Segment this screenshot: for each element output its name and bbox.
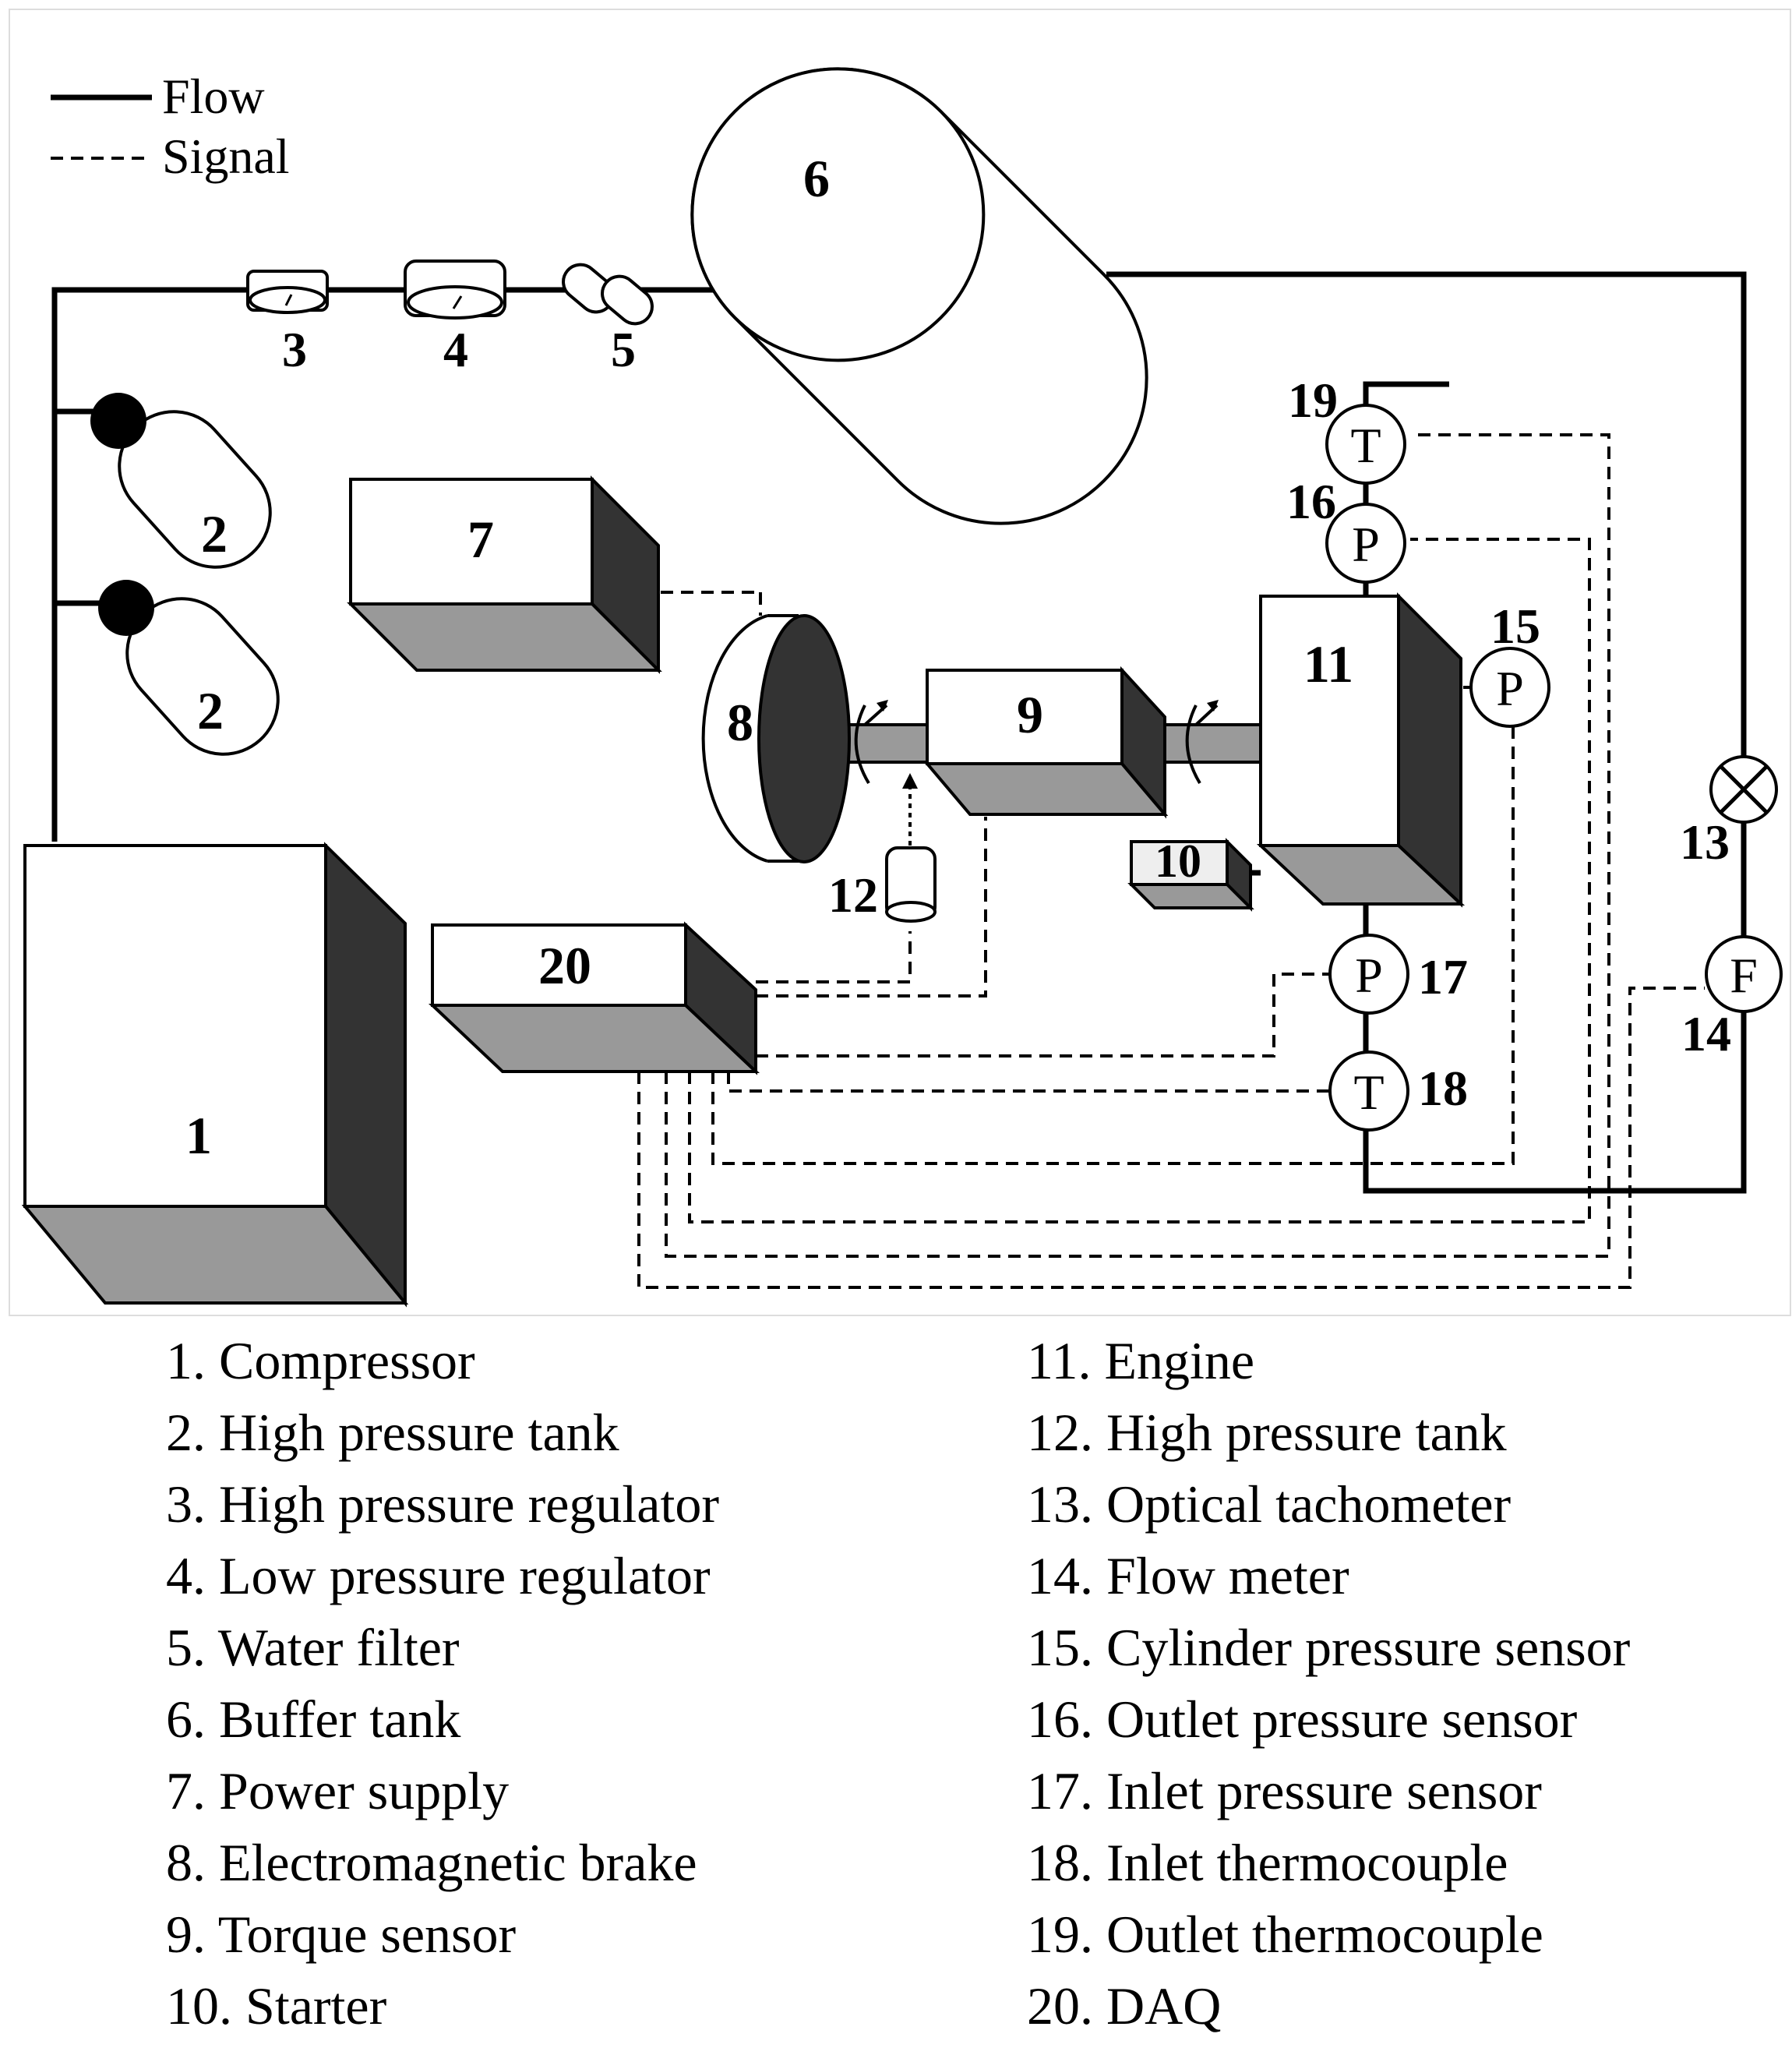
high-pressure-tank-upper: 2: [90, 393, 272, 569]
starter-number: 10: [1155, 835, 1201, 887]
small-pressure-tank: 12: [828, 773, 937, 923]
sensor-19-number: 19: [1288, 373, 1338, 428]
signal-15: [711, 725, 1515, 1165]
component-item-12: 12. High pressure tank: [1027, 1403, 1507, 1462]
daq: 20: [428, 921, 760, 1075]
svg-text:P: P: [1352, 517, 1380, 572]
component-legend-list: 1. Compressor 2. High pressure tank 3. H…: [0, 1325, 1792, 2062]
daq-number: 20: [538, 936, 591, 995]
legend-signal-label: Signal: [162, 129, 290, 184]
flow-meter: F 14: [1681, 935, 1783, 1061]
buffer-tank-number: 6: [803, 149, 830, 208]
tachometer-number: 13: [1680, 814, 1730, 870]
starter: 10: [1127, 835, 1254, 912]
component-item-5: 5. Water filter: [166, 1618, 460, 1677]
component-item-13: 13. Optical tachometer: [1027, 1474, 1512, 1534]
signal-17: [756, 973, 1332, 1057]
sensor-17-pressure: P 17: [1328, 934, 1468, 1015]
component-item-20: 20. DAQ: [1027, 1976, 1222, 2036]
supply-line: [51, 287, 760, 842]
power-supply-number: 7: [467, 510, 494, 569]
engine-number: 11: [1303, 634, 1353, 694]
tank-2-lower-number: 2: [197, 681, 224, 740]
high-pressure-tank-lower: 2: [98, 580, 280, 756]
signal-14: [637, 987, 1705, 1289]
sensor-18-number: 18: [1418, 1061, 1468, 1116]
component-item-11: 11. Engine: [1027, 1331, 1255, 1390]
water-filter: 5: [562, 263, 654, 377]
component-item-15: 15. Cylinder pressure sensor: [1027, 1618, 1631, 1677]
component-item-1: 1. Compressor: [166, 1331, 475, 1390]
flow-meter-number: 14: [1681, 1006, 1731, 1061]
svg-text:T: T: [1350, 418, 1381, 473]
signal-lines: [637, 433, 1705, 1289]
brake-number: 8: [727, 693, 753, 752]
filter-number: 5: [611, 322, 636, 377]
power-supply: 7: [347, 475, 662, 674]
component-list-left: 1. Compressor 2. High pressure tank 3. H…: [166, 1325, 719, 2042]
compressor: 1: [21, 842, 409, 1308]
sensor-15-number: 15: [1490, 598, 1540, 654]
component-item-6: 6. Buffer tank: [166, 1689, 461, 1749]
component-item-18: 18. Inlet thermocouple: [1027, 1833, 1508, 1892]
torque-sensor: 9: [923, 666, 1169, 819]
engine: 11: [1256, 592, 1466, 908]
signal-12: [756, 931, 912, 983]
sensor-15-pressure: P 15: [1463, 598, 1550, 728]
component-item-17: 17. Inlet pressure sensor: [1027, 1761, 1542, 1820]
component-item-8: 8. Electromagnetic brake: [166, 1833, 697, 1892]
sensor-18-thermocouple: T 18: [1328, 1050, 1468, 1132]
sensor-16-number: 16: [1286, 474, 1336, 529]
component-item-3: 3. High pressure regulator: [166, 1474, 720, 1534]
regulator-4-number: 4: [443, 322, 468, 377]
optical-tachometer: 13: [1680, 755, 1778, 870]
electromagnetic-brake: 8: [701, 614, 851, 863]
component-item-10: 10. Starter: [166, 1976, 387, 2036]
signal-19: [665, 433, 1610, 1258]
component-item-7: 7. Power supply: [166, 1761, 510, 1820]
tank-2-upper-number: 2: [201, 504, 228, 563]
torque-sensor-number: 9: [1017, 685, 1043, 744]
small-tank-number: 12: [828, 867, 878, 923]
buffer-tank: 6: [690, 67, 1148, 525]
component-item-19: 19. Outlet thermocouple: [1027, 1905, 1543, 1964]
schematic-diagram: Flow Signal 1 2: [9, 9, 1791, 1316]
svg-text:F: F: [1730, 948, 1758, 1003]
sensor-17-number: 17: [1418, 949, 1468, 1005]
compressor-number: 1: [185, 1106, 212, 1165]
component-list-right: 11. Engine 12. High pressure tank 13. Op…: [1027, 1325, 1630, 2042]
component-item-16: 16. Outlet pressure sensor: [1027, 1689, 1578, 1749]
svg-text:T: T: [1353, 1065, 1384, 1120]
svg-text:P: P: [1496, 661, 1524, 716]
component-item-4: 4. Low pressure regulator: [166, 1546, 711, 1605]
signal-9: [756, 817, 987, 997]
component-item-14: 14. Flow meter: [1027, 1546, 1349, 1605]
sensor-16-pressure: P 16: [1286, 474, 1406, 584]
signal-16: [688, 538, 1591, 1223]
line-legend: Flow Signal: [51, 69, 290, 184]
svg-text:P: P: [1355, 948, 1383, 1003]
sensor-19-thermocouple: T 19: [1288, 373, 1406, 485]
low-pressure-regulator: 4: [404, 260, 506, 377]
regulator-3-number: 3: [282, 322, 307, 377]
high-pressure-regulator: 3: [246, 270, 329, 377]
signal-18: [727, 1072, 1332, 1093]
component-item-2: 2. High pressure tank: [166, 1403, 619, 1462]
legend-flow-label: Flow: [162, 69, 265, 124]
component-item-9: 9. Torque sensor: [166, 1905, 517, 1964]
